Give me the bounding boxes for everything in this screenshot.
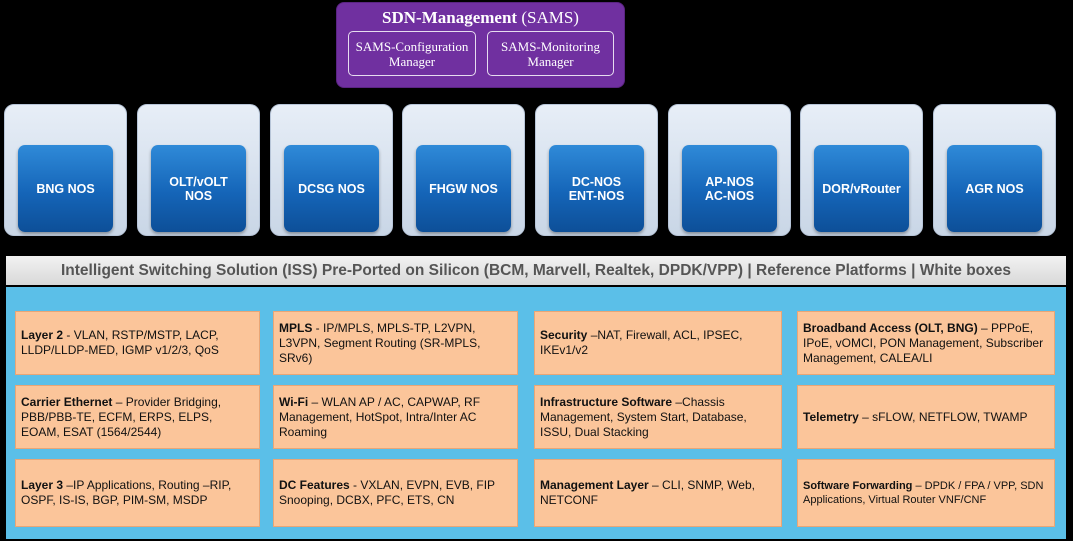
feature-title: Management Layer [540,478,649,492]
feature-text: – DPDK / FPA / VPP, SDN Applications, Vi… [803,480,1044,506]
iss-banner: Intelligent Switching Solution (ISS) Pre… [6,256,1066,285]
feature-layer3: Layer 3 –IP Applications, Routing –RIP, … [15,459,260,527]
nos-line1: AP-NOS [705,174,754,189]
sams-configuration-manager: SAMS-Configuration Manager [348,31,476,76]
nos-line1: DC-NOS [571,174,622,189]
nos-line1: OLT/vOLT [169,174,228,189]
sams-monitoring-manager: SAMS-Monitoring Manager [487,31,614,76]
feature-text: - VXLAN, EVPN, EVB, FIP Snooping, DCBX, … [279,478,495,507]
feature-area: Layer 2 - VLAN, RSTP/MSTP, LACP, LLDP/LL… [6,287,1066,539]
feature-title: Wi-Fi [279,394,309,409]
feature-title: Broadband Access (OLT, BNG) [803,320,978,335]
feature-software-forwarding: Software Forwarding – DPDK / FPA / VPP, … [797,459,1055,527]
feature-text: - IP/MPLS, MPLS-TP, L2VPN, L3VPN, Segmen… [279,320,481,365]
nos-card-dcsg: DCSG NOS [270,104,393,236]
nos-card-fhgw: FHGW NOS [402,104,525,236]
feature-title: Security [540,328,588,342]
feature-infrastructure: Infrastructure Software –Chassis Managem… [534,385,782,449]
nos-label-agr: AGR NOS [947,145,1042,232]
nos-line2: NOS [184,188,213,203]
feature-text: –NAT, Firewall, ACL, IPSEC, IKEv1/v2 [540,328,743,357]
nos-card-dor: DOR/vRouter [800,104,923,236]
feature-title: DC Features [279,478,350,492]
feature-security: Security –NAT, Firewall, ACL, IPSEC, IKE… [534,311,782,375]
feature-title: Infrastructure Software [540,394,673,409]
nos-card-bng: BNG NOS [4,104,127,236]
feature-text: – PPPoE, IPoE, vOMCI, PON Management, Su… [803,320,1044,365]
sdn-management-box: SDN-Management (SAMS) SAMS-Configuration… [336,2,625,88]
feature-management-layer: Management Layer – CLI, SNMP, Web, NETCO… [534,459,782,527]
feature-text: – sFLOW, NETFLOW, TWAMP [858,409,1028,424]
nos-line1: DOR/vRouter [822,181,901,196]
sams-title: SDN-Management (SAMS) [337,8,624,28]
nos-label-dor: DOR/vRouter [814,145,909,232]
feature-text: – WLAN AP / AC, CAPWAP, RF Management, H… [279,394,481,439]
nos-label-bng: BNG NOS [18,145,113,232]
feature-text: – CLI, SNMP, Web, NETCONF [540,478,755,507]
feature-text: –IP Applications, Routing –RIP, OSPF, IS… [21,478,232,507]
nos-line2: AC-NOS [704,188,755,203]
feature-text: –Chassis Management, System Start, Datab… [540,394,747,439]
feature-title: Carrier Ethernet [21,394,113,409]
sams-title-suffix: (SAMS) [517,8,579,27]
nos-card-agr: AGR NOS [933,104,1056,236]
nos-label-dcsg: DCSG NOS [284,145,379,232]
feature-carrier-ethernet: Carrier Ethernet – Provider Bridging, PB… [15,385,260,449]
nos-line1: FHGW NOS [429,181,498,196]
nos-line1: BNG NOS [36,181,95,196]
feature-title: Layer 3 [21,478,64,492]
feature-dc: DC Features - VXLAN, EVPN, EVB, FIP Snoo… [273,459,518,527]
nos-line1: AGR NOS [965,181,1024,196]
feature-text: - VLAN, RSTP/MSTP, LACP, LLDP/LLDP-MED, … [21,328,219,357]
feature-layer2: Layer 2 - VLAN, RSTP/MSTP, LACP, LLDP/LL… [15,311,260,375]
feature-title: Software Forwarding [803,480,913,492]
feature-text: – Provider Bridging, PBB/PBB-TE, ECFM, E… [21,394,222,439]
feature-telemetry: Telemetry – sFLOW, NETFLOW, TWAMP [797,385,1055,449]
feature-title: Telemetry [803,409,859,424]
feature-title: MPLS [279,320,313,335]
nos-line2: ENT-NOS [568,188,625,203]
nos-label-fhgw: FHGW NOS [416,145,511,232]
feature-title: Layer 2 [21,328,64,342]
sams-title-bold: SDN-Management [382,8,518,27]
feature-mpls: MPLS - IP/MPLS, MPLS-TP, L2VPN, L3VPN, S… [273,311,518,375]
feature-wifi: Wi-Fi – WLAN AP / AC, CAPWAP, RF Managem… [273,385,518,449]
feature-broadband-access: Broadband Access (OLT, BNG) – PPPoE, IPo… [797,311,1055,375]
nos-line1: DCSG NOS [298,181,365,196]
